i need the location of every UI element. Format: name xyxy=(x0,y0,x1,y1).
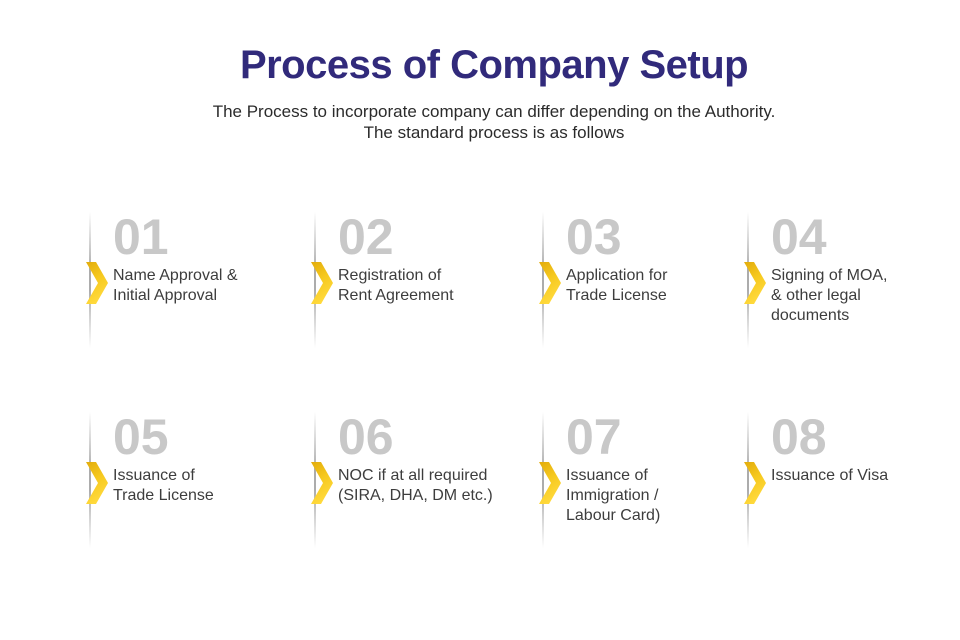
step-divider-line xyxy=(89,212,91,348)
step-number: 03 xyxy=(566,209,622,265)
step-number: 02 xyxy=(338,209,394,265)
page-subtitle-line2: The standard process is as follows xyxy=(363,123,625,142)
step-content: 08 Issuance of Visa xyxy=(771,412,960,486)
step-01: 01 Name Approval & Initial Approval xyxy=(86,212,307,352)
step-content: 02 Registration of Rent Agreement xyxy=(338,212,532,306)
step-content: 06 NOC if at all required (SIRA, DHA, DM… xyxy=(338,412,532,506)
step-08: 08 Issuance of Visa xyxy=(744,412,960,552)
chevron-right-icon xyxy=(86,262,108,304)
step-label: Application for Trade License xyxy=(566,267,668,304)
step-divider-line xyxy=(89,412,91,548)
step-07: 07 Issuance of Immigration / Labour Card… xyxy=(539,412,760,552)
step-divider-line xyxy=(542,412,544,548)
step-04: 04 Signing of MOA, & other legal documen… xyxy=(744,212,960,352)
chevron-right-icon xyxy=(539,462,561,504)
step-label: Registration of Rent Agreement xyxy=(338,267,454,304)
step-number: 05 xyxy=(113,409,169,465)
step-number: 08 xyxy=(771,409,827,465)
step-divider-line xyxy=(747,212,749,348)
step-05: 05 Issuance of Trade License xyxy=(86,412,307,552)
step-03: 03 Application for Trade License xyxy=(539,212,760,352)
page-subtitle: The Process to incorporate company can d… xyxy=(28,101,960,143)
step-number: 06 xyxy=(338,409,394,465)
step-number: 01 xyxy=(113,209,169,265)
chevron-right-icon xyxy=(744,262,766,304)
step-02: 02 Registration of Rent Agreement xyxy=(311,212,532,352)
step-label: Issuance of Immigration / Labour Card) xyxy=(566,467,661,524)
chevron-right-icon xyxy=(86,462,108,504)
step-label: Signing of MOA, & other legal documents xyxy=(771,267,888,324)
step-number: 04 xyxy=(771,209,827,265)
step-divider-line xyxy=(542,212,544,348)
step-divider-line xyxy=(314,212,316,348)
chevron-right-icon xyxy=(311,262,333,304)
page-header: Process of Company Setup The Process to … xyxy=(28,42,960,143)
step-number: 07 xyxy=(566,409,622,465)
page-subtitle-line1: The Process to incorporate company can d… xyxy=(212,102,776,121)
step-label: Issuance of Visa xyxy=(771,467,889,484)
step-label: NOC if at all required (SIRA, DHA, DM et… xyxy=(338,467,493,504)
step-content: 03 Application for Trade License xyxy=(566,212,760,306)
page-title: Process of Company Setup xyxy=(239,43,749,87)
step-label: Name Approval & Initial Approval xyxy=(113,267,238,304)
step-content: 05 Issuance of Trade License xyxy=(113,412,307,506)
step-divider-line xyxy=(314,412,316,548)
step-content: 07 Issuance of Immigration / Labour Card… xyxy=(566,412,760,526)
step-label: Issuance of Trade License xyxy=(113,467,214,504)
chevron-right-icon xyxy=(311,462,333,504)
step-06: 06 NOC if at all required (SIRA, DHA, DM… xyxy=(311,412,532,552)
step-content: 01 Name Approval & Initial Approval xyxy=(113,212,307,306)
step-content: 04 Signing of MOA, & other legal documen… xyxy=(771,212,960,326)
chevron-right-icon xyxy=(539,262,561,304)
step-divider-line xyxy=(747,412,749,548)
chevron-right-icon xyxy=(744,462,766,504)
